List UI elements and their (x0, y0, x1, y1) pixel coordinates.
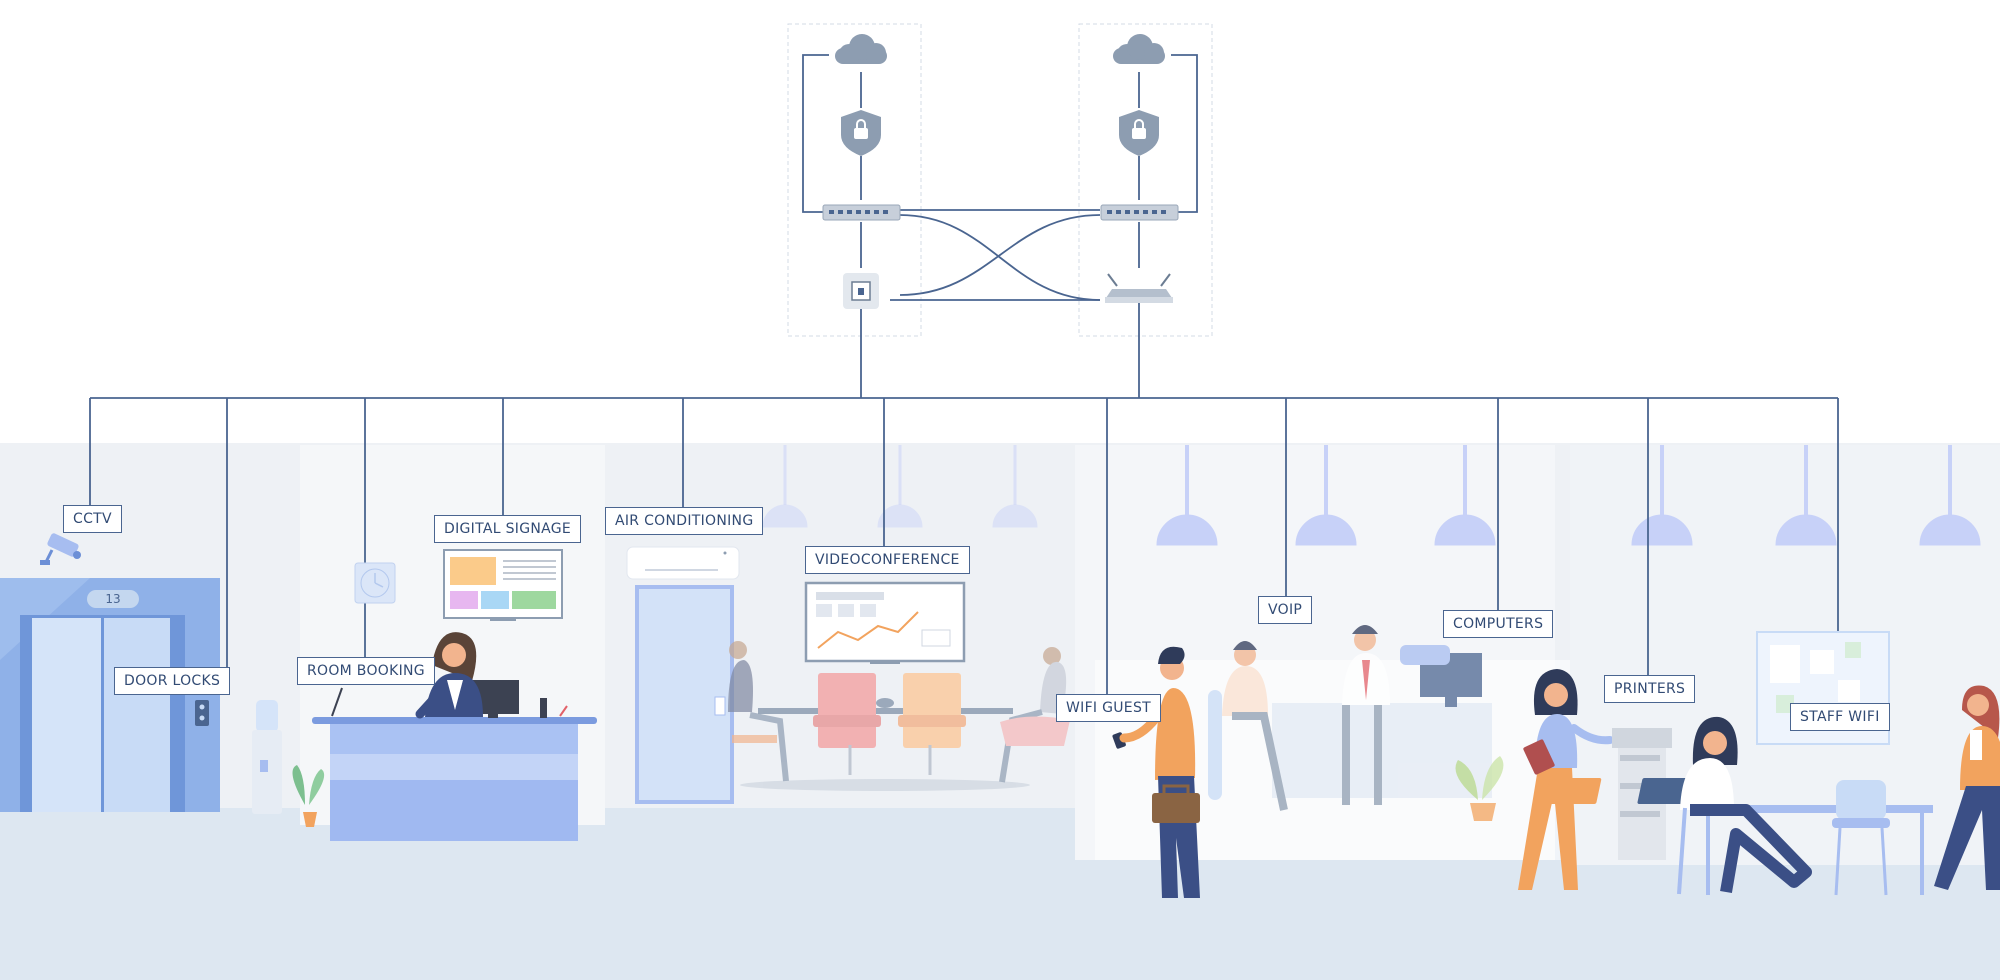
water-cooler (252, 700, 282, 814)
receptionist (415, 632, 483, 719)
label-videoconference: VIDEOCONFERENCE (805, 546, 970, 574)
connection-lines (89, 303, 1839, 703)
conference-table (740, 673, 1030, 791)
office-chair (1832, 780, 1890, 896)
label-air-conditioning: AIR CONDITIONING (605, 507, 764, 535)
staff-desk (1544, 778, 1933, 895)
core-rack-left (787, 23, 922, 337)
label-digital-signage: DIGITAL SIGNAGE (434, 515, 582, 543)
meeting-room-door (635, 585, 734, 804)
label-printers: PRINTERS (1604, 675, 1696, 703)
elevator (0, 578, 220, 812)
wifi-router-icon (1105, 273, 1173, 303)
label-wifi-guest: WIFI GUEST (1056, 694, 1161, 722)
elevator-floor-indicator: 13 (87, 590, 139, 608)
core-links (802, 54, 1198, 301)
digital-signage-screen (443, 549, 563, 621)
shield-lock-icon (1119, 110, 1159, 156)
office-desk-group (1208, 625, 1492, 811)
woman-at-laptop (1677, 716, 1812, 895)
cloud-icon (835, 34, 887, 64)
plant (1455, 756, 1504, 821)
air-conditioner (626, 546, 740, 580)
network-switch-icon (1100, 204, 1179, 221)
label-voip: VOIP (1258, 596, 1313, 624)
server-icon (843, 273, 879, 309)
label-room-booking: ROOM BOOKING (297, 657, 435, 685)
network-switch-icon (822, 204, 901, 221)
cloud-icon (1113, 34, 1165, 64)
presentation-screen (804, 581, 966, 664)
label-door-locks: DOOR LOCKS (114, 667, 231, 695)
meeting-person-left (728, 641, 789, 782)
wall-clock (354, 562, 396, 604)
plant (292, 765, 325, 827)
label-cctv: CCTV (63, 505, 122, 533)
label-staff-wifi: STAFF WIFI (1790, 703, 1890, 731)
pendant-lamps (762, 445, 1981, 546)
cctv-camera-icon (40, 533, 81, 565)
visitor-with-briefcase (1112, 646, 1200, 898)
shield-lock-icon (841, 110, 881, 156)
label-computers: COMPUTERS (1443, 610, 1554, 638)
core-rack-right (1078, 23, 1213, 337)
standing-woman (1934, 685, 2000, 890)
